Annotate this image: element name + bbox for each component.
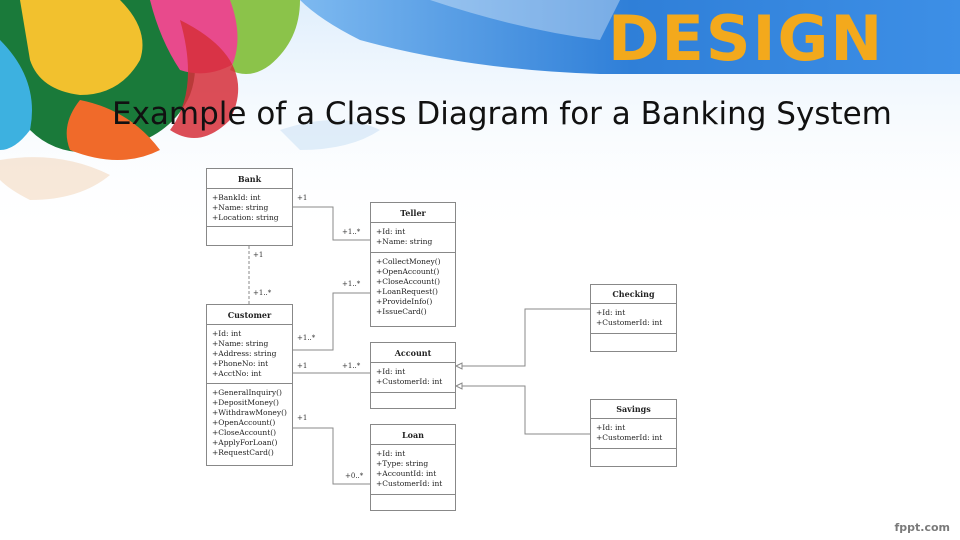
class-methods	[371, 495, 455, 510]
class-attribute: +Id: int	[376, 227, 406, 236]
mult-customer-loan-customer: +1	[297, 414, 308, 422]
class-attributes: +Id: int+Type: string+AccountId: int+Cus…	[371, 445, 455, 495]
class-attribute: +Type: string	[376, 459, 429, 468]
class-method: +CollectMoney()	[376, 257, 441, 266]
class-attribute: +CustomerId: int	[376, 377, 443, 386]
class-attribute: +PhoneNo: int	[212, 359, 269, 368]
class-attribute: +Id: int	[376, 367, 406, 376]
class-method: +RequestCard()	[212, 448, 274, 457]
class-attributes: +Id: int+CustomerId: int	[591, 304, 676, 334]
class-method: +CloseAccount()	[212, 428, 277, 437]
assoc-teller-customer	[293, 292, 370, 351]
mult-teller-customer-customer: +1..*	[297, 334, 316, 342]
class-method: +WithdrawMoney()	[212, 408, 287, 417]
class-attribute: +Name: string	[376, 237, 433, 246]
class-name: Account	[371, 343, 455, 363]
class-attribute: +CustomerId: int	[596, 318, 663, 327]
class-attributes: +BankId: int+Name: string+Location: stri…	[207, 189, 292, 227]
class-method: +ProvideInfo()	[376, 297, 433, 306]
swirl-red	[170, 20, 239, 138]
class-name: Loan	[371, 425, 455, 445]
class-methods	[591, 334, 676, 351]
mult-bank-customer-customer: +1..*	[253, 289, 272, 297]
class-attributes: +Id: int+Name: string	[371, 223, 455, 253]
generalization-checking-account	[462, 308, 590, 367]
class-attributes: +Id: int+CustomerId: int	[591, 419, 676, 449]
class-attribute: +Name: string	[212, 203, 269, 212]
class-loan[interactable]: Loan +Id: int+Type: string+AccountId: in…	[370, 424, 456, 511]
class-savings[interactable]: Savings +Id: int+CustomerId: int	[590, 399, 677, 467]
mult-bank-customer-bank: +1	[253, 251, 264, 259]
mult-customer-loan-loan: +0..*	[345, 472, 364, 480]
generalization-savings-account	[462, 385, 590, 435]
class-method: +IssueCard()	[376, 307, 427, 316]
class-customer[interactable]: Customer +Id: int+Name: string+Address: …	[206, 304, 293, 466]
mult-customer-account-account: +1..*	[342, 362, 361, 370]
watermark: fppt.com	[894, 521, 950, 534]
class-attribute: +Id: int	[376, 449, 406, 458]
class-checking[interactable]: Checking +Id: int+CustomerId: int	[590, 284, 677, 352]
class-name: Customer	[207, 305, 292, 325]
class-account[interactable]: Account +Id: int+CustomerId: int	[370, 342, 456, 409]
class-name: Bank	[207, 169, 292, 189]
class-attribute: +AccountId: int	[376, 469, 437, 478]
class-attribute: +BankId: int	[212, 193, 261, 202]
class-attribute: +Id: int	[596, 308, 626, 317]
class-methods: +CollectMoney()+OpenAccount()+CloseAccou…	[371, 253, 455, 326]
mult-bank-teller-teller: +1..*	[342, 228, 361, 236]
brand-word: DESIGN	[608, 2, 885, 75]
assoc-bank-teller	[293, 206, 370, 241]
mult-teller-customer-teller: +1..*	[342, 280, 361, 288]
blue-banner	[300, 0, 960, 74]
class-method: +DepositMoney()	[212, 398, 279, 407]
slide-title: Example of a Class Diagram for a Banking…	[112, 96, 892, 132]
class-method: +CloseAccount()	[376, 277, 441, 286]
class-method: +GeneralInquiry()	[212, 388, 282, 397]
assoc-customer-loan	[293, 427, 370, 485]
mult-customer-account-customer: +1	[297, 362, 308, 370]
class-name: Checking	[591, 285, 676, 304]
class-methods: +GeneralInquiry()+DepositMoney()+Withdra…	[207, 384, 292, 465]
class-attribute: +Location: string	[212, 213, 279, 222]
swirl-ghost	[0, 157, 110, 200]
class-name: Savings	[591, 400, 676, 419]
class-bank[interactable]: Bank +BankId: int+Name: string+Location:…	[206, 168, 293, 246]
class-methods	[371, 393, 455, 408]
banner-highlight	[430, 0, 620, 40]
class-attribute: +Name: string	[212, 339, 269, 348]
swirl-lime	[230, 0, 300, 74]
swirl-yellow	[20, 0, 143, 95]
class-method: +LoanRequest()	[376, 287, 438, 296]
class-methods	[207, 227, 292, 245]
inheritance-arrow-icon	[454, 382, 463, 390]
class-attribute: +AcctNo: int	[212, 369, 262, 378]
class-attributes: +Id: int+CustomerId: int	[371, 363, 455, 393]
class-name: Teller	[371, 203, 455, 223]
class-attribute: +CustomerId: int	[596, 433, 663, 442]
class-method: +OpenAccount()	[212, 418, 276, 427]
mult-bank-teller-bank: +1	[297, 194, 308, 202]
class-attribute: +Id: int	[212, 329, 242, 338]
class-method: +OpenAccount()	[376, 267, 440, 276]
class-attributes: +Id: int+Name: string+Address: string+Ph…	[207, 325, 292, 384]
swirl-orange	[66, 100, 160, 160]
class-attribute: +Address: string	[212, 349, 277, 358]
class-method: +ApplyForLoan()	[212, 438, 278, 447]
class-methods	[591, 449, 676, 466]
class-attribute: +Id: int	[596, 423, 626, 432]
swirl-ghost-2	[280, 120, 380, 150]
inheritance-arrow-icon	[454, 362, 463, 370]
class-teller[interactable]: Teller +Id: int+Name: string +CollectMon…	[370, 202, 456, 327]
class-attribute: +CustomerId: int	[376, 479, 443, 488]
swirl-cyan	[0, 40, 32, 150]
